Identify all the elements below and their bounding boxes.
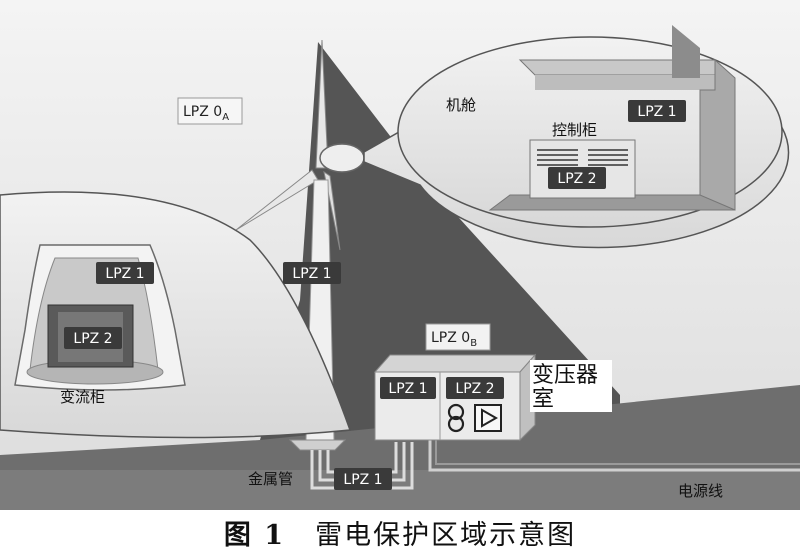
svg-text:LPZ 2: LPZ 2 — [73, 331, 112, 347]
badge-lpz0b: LPZ 0B — [425, 323, 491, 351]
figure-title: 雷电保护区域示意图 — [315, 520, 577, 551]
label-power-line: 电源线 — [678, 482, 723, 500]
badge-converter-lpz1: LPZ 1 — [96, 262, 154, 284]
label-metal-pipe: 金属管 — [248, 470, 293, 488]
power-line-cable-inner — [435, 440, 800, 465]
ground-front-band — [0, 470, 800, 510]
lpz0b-shadow-region — [260, 42, 620, 440]
badge-nacelle-lpz1: LPZ 1 — [628, 100, 686, 122]
badge-converter-lpz2: LPZ 2 — [64, 327, 122, 349]
svg-text:LPZ 1: LPZ 1 — [343, 472, 382, 488]
transformer-icon — [447, 403, 465, 433]
svg-text:LPZ 2: LPZ 2 — [455, 381, 494, 397]
svg-text:LPZ 1: LPZ 1 — [105, 266, 144, 282]
substation-label-panel — [530, 360, 612, 412]
lightning-protection-zone-diagram: LPZ 1 LPZ 2 LPZ 1 LPZ 1 LPZ 2 LPZ 1 LPZ … — [0, 0, 800, 510]
figure-caption: 图 1 雷电保护区域示意图 — [0, 513, 800, 553]
figure-number: 图 1 — [223, 520, 286, 551]
substation-roof — [373, 354, 537, 373]
badge-substation-lpz1: LPZ 1 — [380, 377, 436, 399]
badge-tower-lpz1: LPZ 1 — [283, 262, 341, 284]
svg-text:LPZ 0B: LPZ 0B — [431, 330, 477, 349]
badge-substation-lpz2: LPZ 2 — [446, 377, 504, 399]
label-converter-cabinet: 变流柜 — [60, 388, 105, 406]
svg-text:LPZ 1: LPZ 1 — [388, 381, 427, 397]
power-line-cable — [428, 440, 800, 472]
turbine-blade-left — [235, 169, 319, 231]
nacelle-housing-floor — [488, 194, 736, 211]
label-nacelle: 机舱 — [446, 96, 476, 114]
badge-nacelle-lpz2: LPZ 2 — [548, 167, 606, 189]
control-cabinet-vents — [537, 149, 628, 166]
label-control-cabinet: 控制柜 — [552, 121, 597, 139]
turbine-base — [288, 439, 347, 451]
switchgear-icon — [474, 404, 502, 432]
nacelle-focus-ellipse — [319, 143, 365, 173]
svg-text:LPZ 0A: LPZ 0A — [183, 104, 229, 123]
badge-lpz0a: LPZ 0A — [177, 97, 243, 125]
label-substation-line2: 室 — [532, 387, 554, 412]
nacelle-housing-back — [535, 75, 715, 90]
nacelle-fin — [672, 25, 700, 78]
svg-text:LPZ 1: LPZ 1 — [292, 266, 331, 282]
svg-text:LPZ 1: LPZ 1 — [637, 104, 676, 120]
badge-pipe-lpz1: LPZ 1 — [334, 468, 392, 490]
turbine-blade-top — [315, 39, 329, 169]
label-substation-line1: 变压器 — [532, 363, 598, 388]
svg-text:LPZ 2: LPZ 2 — [557, 171, 596, 187]
